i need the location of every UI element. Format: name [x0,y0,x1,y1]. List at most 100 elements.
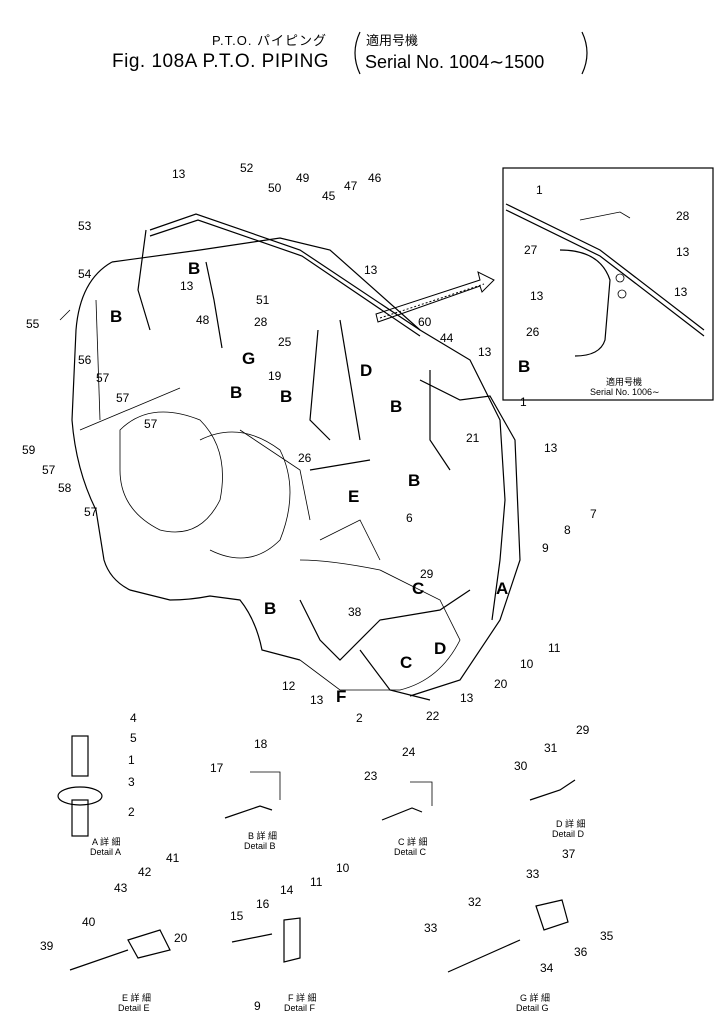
detail-callout-33: 33 [424,921,438,935]
transmission-case [71,237,506,691]
arrow-letter-d: D [360,361,373,380]
inset-callout-13: 13 [530,289,544,303]
detail-callout-29: 29 [576,723,590,737]
detail-g-en: Detail G [516,1003,549,1013]
callout-44: 44 [440,331,454,345]
callout-7: 7 [590,507,597,521]
detail-callout-14: 14 [280,883,294,897]
detail-callout-37: 37 [562,847,576,861]
serial-japanese: 適用号機 [366,33,419,48]
detail-callout-1: 1 [128,753,135,767]
arrow-letter-b: B [408,471,421,490]
callout-25: 25 [278,335,292,349]
detail-callout-15: 15 [230,909,244,923]
detail-callout-10: 10 [336,861,350,875]
inset-caption-en: Serial No. 1006∼ [590,387,660,397]
arrow-letter-g: G [242,349,256,368]
arrow-letter-b: B [280,387,293,406]
callout-10: 10 [520,657,534,671]
callout-1: 1 [520,395,527,409]
callout-49: 49 [296,171,310,185]
callout-13: 13 [310,693,324,707]
arrow-letter-b: B [518,357,531,376]
callout-9: 9 [542,541,549,555]
detail-callout-40: 40 [82,915,96,929]
detail-callout-30: 30 [514,759,528,773]
detail-callout-41: 41 [166,851,180,865]
detail-f-en: Detail F [284,1003,316,1013]
detail-g-jp: G 詳 細 [520,993,551,1003]
inset-callout-27: 27 [524,243,538,257]
detail-callout-35: 35 [600,929,614,943]
detail-callout-17: 17 [210,761,224,775]
arrow-letter-f: F [336,687,347,706]
callout-13: 13 [460,691,474,705]
detail-callout-16: 16 [256,897,270,911]
callout-28: 28 [254,315,268,329]
arrow-letter-a: A [496,579,509,598]
callout-29: 29 [420,567,434,581]
callout-12: 12 [282,679,296,693]
callout-13: 13 [544,441,558,455]
callout-47: 47 [344,179,358,193]
detail-d-jp: D 詳 細 [556,819,586,829]
detail-callout-33: 33 [526,867,540,881]
detail-callout-39: 39 [40,939,54,953]
callout-57: 57 [96,371,110,385]
title-japanese: P.T.O. パイピング [212,33,328,48]
callout-57: 57 [144,417,158,431]
callout-52: 52 [240,161,254,175]
callout-13: 13 [478,345,492,359]
arrow-letter-c: C [412,579,425,598]
inset-callout-1: 1 [536,183,543,197]
detail-e-jp: E 詳 細 [122,993,152,1003]
detail-e-en: Detail E [118,1003,150,1013]
callout-51: 51 [256,293,270,307]
callout-26: 26 [298,451,312,465]
callout-48: 48 [196,313,210,327]
callout-13: 13 [364,263,378,277]
arrow-letter-b: B [188,259,201,278]
title-english: Fig. 108A P.T.O. PIPING [112,51,330,72]
inset-callout-13: 13 [676,245,690,259]
arrow-letter-e: E [348,487,360,506]
detail-callout-11: 11 [310,875,323,889]
callout-45: 45 [322,189,336,203]
callout-2: 2 [356,711,363,725]
detail-callout-24: 24 [402,745,416,759]
inset-callout-28: 28 [676,209,690,223]
arrow-letter-b: B [110,307,123,326]
callout-59: 59 [22,443,36,457]
arrow-letter-b: B [264,599,277,618]
arrow-letter-b: B [390,397,403,416]
detail-callout-32: 32 [468,895,482,909]
callout-21: 21 [466,431,480,445]
detail-callout-34: 34 [540,961,554,975]
detail-callout-4: 4 [130,711,137,725]
arrow-letter-b: B [230,383,243,402]
detail-callout-31: 31 [544,741,558,755]
callout-60: 60 [418,315,432,329]
callout-13: 13 [180,279,194,293]
callout-50: 50 [268,181,282,195]
callout-57: 57 [42,463,56,477]
callout-58: 58 [58,481,72,495]
callout-22: 22 [426,709,440,723]
inset-caption-jp: 適用号機 [606,377,643,387]
detail-callout-2: 2 [128,805,135,819]
arrow-letter-d: D [434,639,447,658]
detail-callout-42: 42 [138,865,152,879]
callout-54: 54 [78,267,92,281]
callout-19: 19 [268,369,282,383]
detail-callout-43: 43 [114,881,128,895]
callout-8: 8 [564,523,571,537]
detail-callout-20: 20 [174,931,188,945]
callout-20: 20 [494,677,508,691]
detail-b-jp: B 詳 細 [248,831,278,841]
callout-6: 6 [406,511,413,525]
arrow-letter-c: C [400,653,413,672]
callout-46: 46 [368,171,382,185]
detail-callout-9: 9 [254,999,261,1013]
